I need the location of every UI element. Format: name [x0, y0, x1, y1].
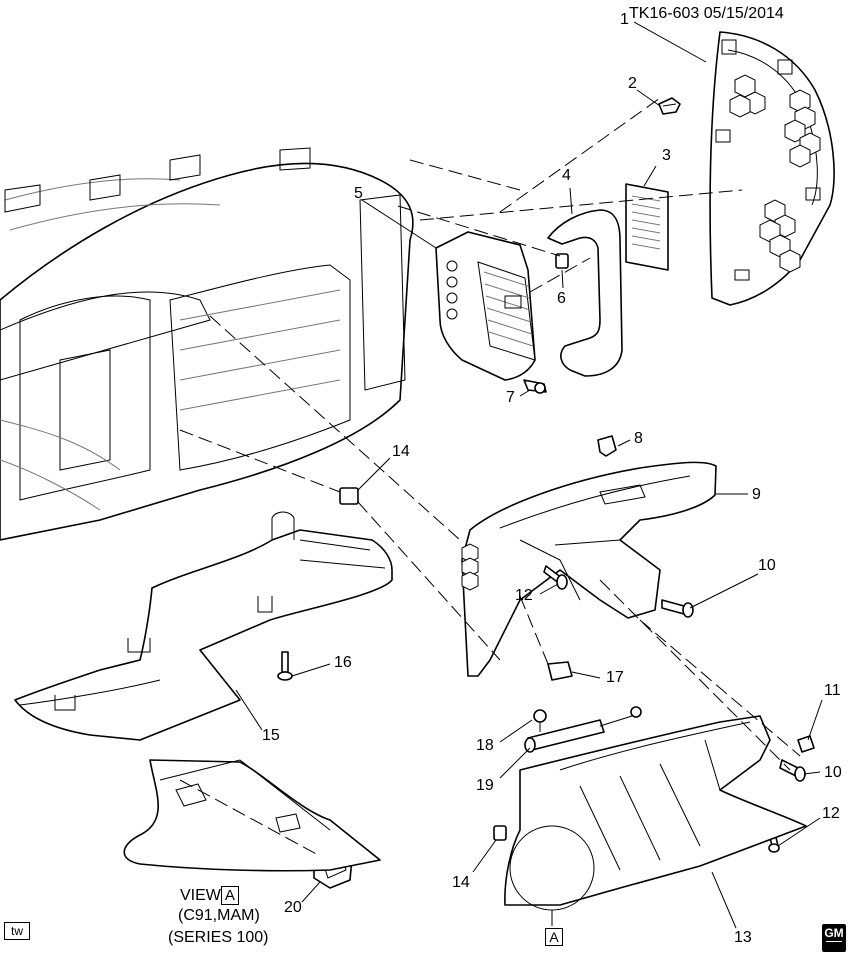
part-19-damper — [524, 706, 642, 753]
installation-paths — [179, 97, 801, 857]
part-1-side-panel — [709, 31, 835, 306]
part-17-switch — [547, 661, 573, 681]
callout-4: 4 — [562, 167, 571, 184]
part-3-label — [625, 183, 669, 271]
callout-18: 18 — [476, 737, 494, 754]
part-10-screw-a — [661, 599, 694, 618]
callout-3: 3 — [662, 147, 671, 164]
view-a-detail — [123, 759, 381, 872]
callout-16: 16 — [334, 654, 352, 671]
callout-14b: 14 — [452, 874, 470, 891]
detail-circle-a — [509, 825, 595, 926]
part-12-screw-a — [543, 565, 568, 590]
detail-marker-a: A — [545, 928, 563, 946]
part-18-retainer — [533, 709, 547, 732]
gm-logo-underline — [826, 941, 842, 942]
part-4-bezel — [547, 209, 623, 377]
view-a-options: (C91,MAM) — [178, 907, 260, 924]
part-6-switch — [555, 253, 569, 269]
part-7-bolt — [523, 379, 547, 394]
callout-12b: 12 — [822, 805, 840, 822]
view-a-series: (SERIES 100) — [168, 929, 269, 946]
instrument-panel — [0, 147, 414, 541]
leader-lines — [235, 21, 823, 929]
part-13-glove-box — [504, 715, 807, 906]
callout-15: 15 — [262, 727, 280, 744]
part-14-clip-b — [493, 825, 507, 841]
drawing-header: TK16-603 05/15/2014 — [629, 6, 784, 22]
callout-20: 20 — [284, 899, 302, 916]
callout-10b: 10 — [824, 764, 842, 781]
callout-10a: 10 — [758, 557, 776, 574]
part-5-vent-module — [435, 231, 536, 381]
part-15-lower-panel — [14, 511, 393, 741]
part-8-cap — [597, 435, 617, 457]
callout-17: 17 — [606, 669, 624, 686]
callout-12a: 12 — [515, 587, 533, 604]
view-letter: A — [220, 886, 239, 905]
callout-14a: 14 — [392, 443, 410, 460]
drawing-id: TK16-603 — [629, 5, 700, 22]
gm-logo-text: GM — [824, 926, 844, 940]
corner-badge: tw — [4, 922, 30, 940]
callout-8: 8 — [634, 430, 643, 447]
callout-19: 19 — [476, 777, 494, 794]
part-10-screw-b — [779, 759, 806, 782]
part-11-clip — [797, 735, 815, 753]
callout-11: 11 — [824, 682, 841, 699]
view-prefix: VIEW — [180, 887, 221, 904]
callout-1: 1 — [620, 11, 629, 28]
callout-6: 6 — [557, 290, 566, 307]
callout-5: 5 — [354, 185, 363, 202]
gm-logo: GM — [822, 924, 846, 952]
callout-9: 9 — [752, 486, 761, 503]
callout-7: 7 — [506, 389, 515, 406]
callout-13: 13 — [734, 929, 752, 946]
part-14-clip-a — [339, 487, 359, 505]
part-16-pin — [277, 651, 293, 681]
part-9-upper-housing — [461, 461, 717, 677]
callout-2: 2 — [628, 75, 637, 92]
drawing-date: 05/15/2014 — [703, 5, 784, 22]
part-2-clip — [658, 97, 681, 115]
